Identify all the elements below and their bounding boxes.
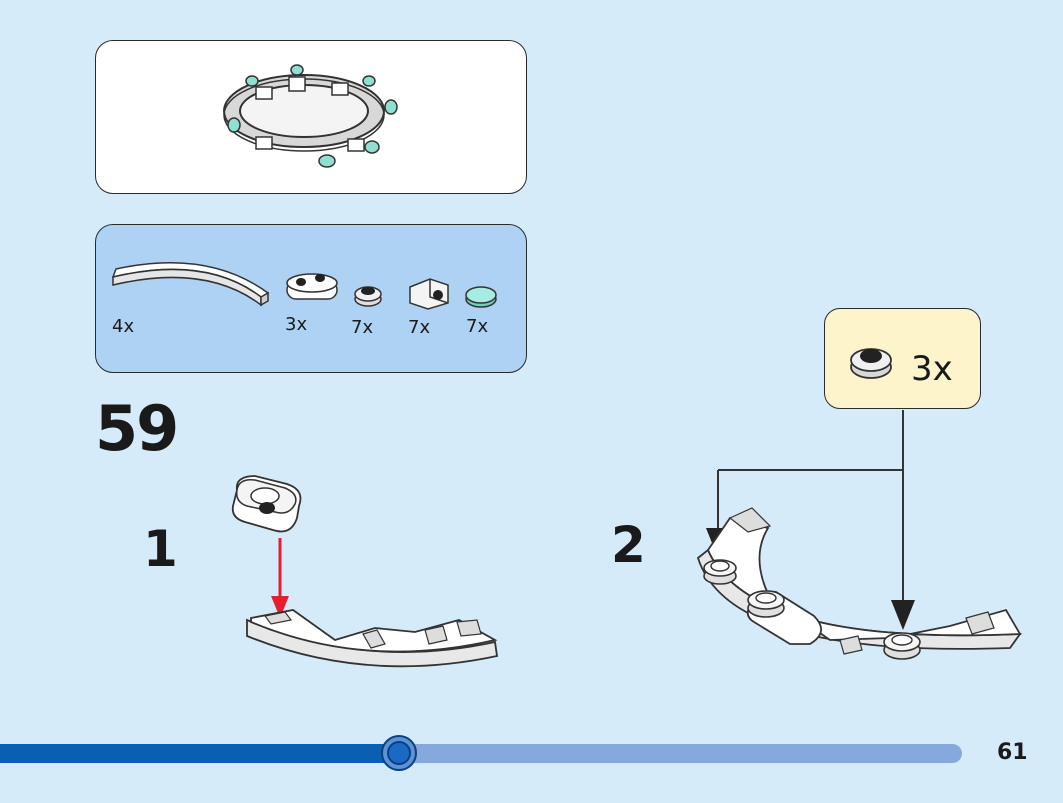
callout-qty: 3x bbox=[911, 349, 953, 389]
round-plate-dark-callout-icon bbox=[850, 348, 892, 379]
parts-list-box: 4x 3x 7x 7x 7x bbox=[95, 224, 527, 373]
substep-1-illustration bbox=[231, 475, 499, 668]
part-qty-plate-1x2: 3x bbox=[285, 314, 308, 335]
part-qty-round-tile: 7x bbox=[466, 316, 489, 337]
part-qty-round-plate: 7x bbox=[351, 317, 374, 338]
page-number: 61 bbox=[997, 740, 1028, 765]
step-number: 59 bbox=[95, 392, 179, 465]
progress-knob-icon bbox=[381, 735, 417, 771]
curved-plate-part-icon bbox=[111, 262, 270, 307]
parts-callout-box: 3x bbox=[824, 308, 981, 409]
plate-1x2-round-part-icon bbox=[286, 273, 338, 300]
substep-2-illustration bbox=[696, 410, 1022, 660]
substep-1-label: 1 bbox=[143, 520, 178, 578]
substep-2-label: 2 bbox=[611, 516, 646, 574]
submodel-preview-box bbox=[95, 40, 527, 194]
part-qty-bracket: 7x bbox=[408, 317, 431, 338]
progress-fill bbox=[0, 744, 399, 763]
bracket-part-icon bbox=[409, 278, 449, 310]
round-tile-teal-part-icon bbox=[465, 286, 497, 308]
part-qty-curved-plate: 4x bbox=[112, 316, 135, 337]
ring-assembly-illustration bbox=[223, 64, 398, 168]
round-plate-dark-part-icon bbox=[354, 286, 382, 307]
